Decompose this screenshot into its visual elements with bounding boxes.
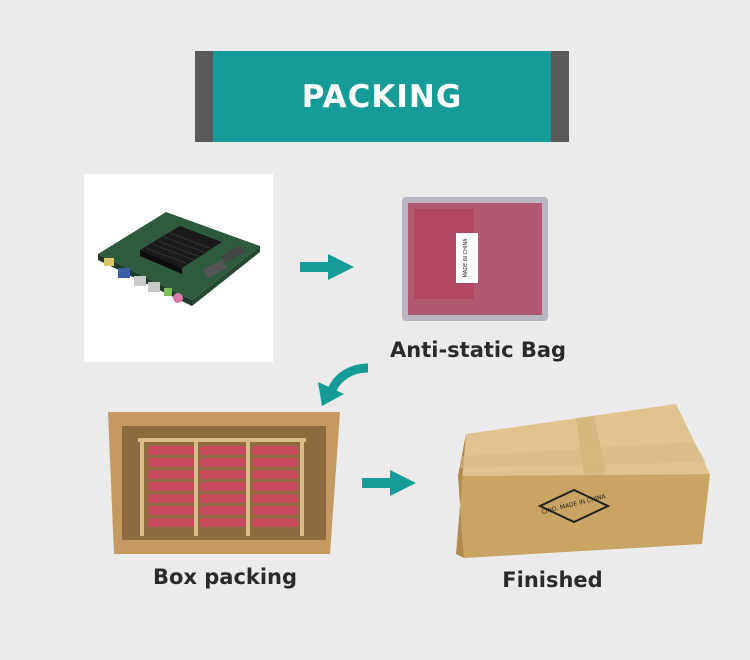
box-packing-photo: [108, 412, 340, 554]
finished-box-photo: C/NO. MADE IN CHINA: [456, 404, 711, 558]
arrow-right-icon: [300, 254, 354, 280]
banner-title: PACKING: [301, 78, 463, 115]
motherboard-photo: [84, 174, 273, 362]
arrow-curved-down-left-icon: [318, 363, 369, 406]
anti-static-bag-caption: Anti-static Bag: [390, 338, 567, 362]
bag-label: MADE IN CHINA: [463, 238, 469, 278]
packing-banner: PACKING: [195, 51, 569, 142]
box-packing-caption: Box packing: [152, 565, 298, 589]
arrow-right-icon: [362, 470, 416, 496]
banner-title-bar: PACKING: [213, 51, 551, 142]
finished-caption: Finished: [502, 568, 603, 592]
anti-static-bag-photo: MADE IN CHINA: [400, 195, 550, 323]
